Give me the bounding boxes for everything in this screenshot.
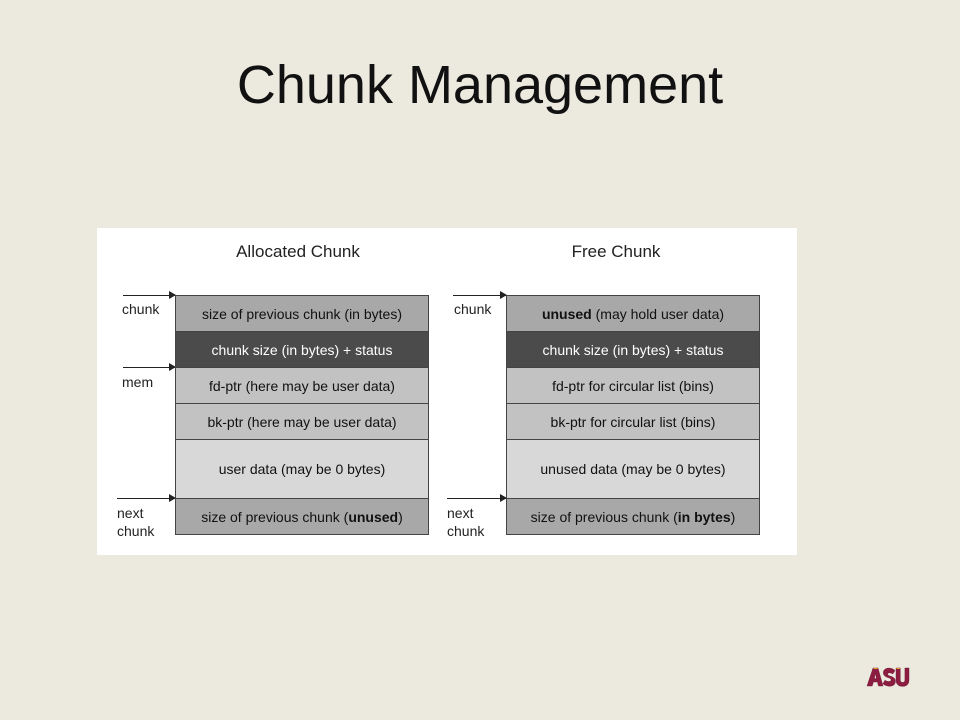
free-chunk-arrow [453, 291, 507, 299]
free-chunk-title: Free Chunk [571, 242, 661, 261]
allocated-mem-pointer-label: mem [122, 374, 154, 390]
allocated-chunk-stack: size of previous chunk (in bytes) chunk … [175, 295, 429, 535]
free-bk-ptr-cell: bk-ptr for circular list (bins) [507, 404, 759, 440]
free-next-chunk-arrow [447, 494, 507, 502]
allocated-chunk-pointer-label: chunk [122, 301, 160, 317]
free-chunk-pointer-label: chunk [454, 301, 492, 317]
free-unused-data-cell: unused data (may be 0 bytes) [507, 440, 759, 499]
chunk-diagram: Allocated Chunk chunk mem next chunk siz… [97, 228, 797, 555]
allocated-next-prev-size-cell: size of previous chunk (unused) [176, 499, 428, 534]
free-chunk-stack: unused (may hold user data) chunk size (… [506, 295, 760, 535]
free-next-prev-size-cell: size of previous chunk (in bytes) [507, 499, 759, 534]
free-prev-size-emphasis: unused [541, 305, 592, 322]
allocated-next-chunk-arrow [117, 494, 176, 502]
allocated-chunk-title: Allocated Chunk [236, 242, 360, 261]
free-next-prev-size-text: size of previous chunk ( [530, 508, 678, 525]
allocated-next-chunk-label: next chunk [117, 504, 154, 540]
free-fd-ptr-cell: fd-ptr for circular list (bins) [507, 368, 759, 404]
free-prev-size-cell: unused (may hold user data) [507, 296, 759, 332]
allocated-next-prev-size-close: ) [398, 508, 403, 525]
allocated-prev-size-cell: size of previous chunk (in bytes) [176, 296, 428, 332]
free-next-chunk-line1: next [447, 505, 474, 521]
allocated-fd-ptr-cell: fd-ptr (here may be user data) [176, 368, 428, 404]
allocated-next-chunk-line2: chunk [117, 523, 155, 539]
allocated-chunk-arrow [123, 291, 176, 299]
free-next-prev-size-emphasis: in bytes [677, 508, 731, 525]
allocated-next-prev-size-text: size of previous chunk ( [201, 508, 349, 525]
allocated-bk-ptr-cell: bk-ptr (here may be user data) [176, 404, 428, 440]
free-next-chunk-label: next chunk [447, 504, 484, 540]
allocated-next-chunk-line1: next [117, 505, 144, 521]
free-chunk-size-cell: chunk size (in bytes) + status [507, 332, 759, 368]
allocated-mem-arrow [123, 363, 176, 371]
free-next-chunk-line2: chunk [447, 523, 485, 539]
asu-logo [866, 667, 910, 687]
allocated-next-prev-size-emphasis: unused [348, 508, 399, 525]
slide-title: Chunk Management [236, 55, 724, 115]
free-prev-size-text: (may hold user data) [591, 305, 725, 322]
allocated-user-data-cell: user data (may be 0 bytes) [176, 440, 428, 499]
allocated-chunk-size-cell: chunk size (in bytes) + status [176, 332, 428, 368]
free-next-prev-size-close: ) [730, 508, 736, 525]
